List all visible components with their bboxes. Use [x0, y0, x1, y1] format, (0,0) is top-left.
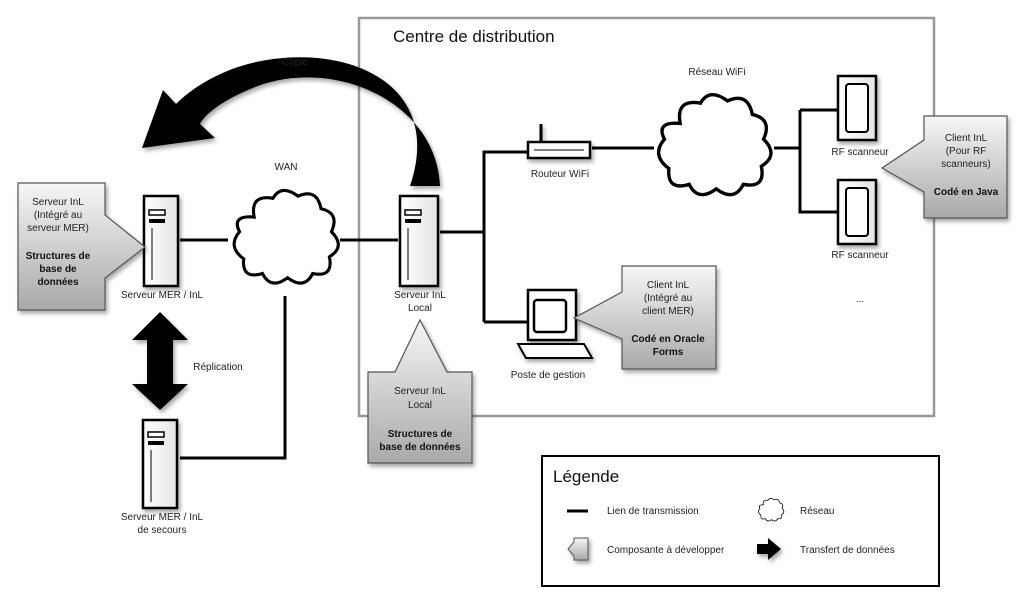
- svg-text:scanneurs): scanneurs): [941, 159, 990, 170]
- legend-transfer-label: Transfert de données: [800, 545, 895, 556]
- local-server-icon: [398, 194, 440, 288]
- callout-client-mer: Client InL (Intégré au client MER) Codé …: [572, 265, 717, 370]
- svg-text:client MER): client MER): [642, 306, 694, 317]
- svg-text:Structures de: Structures de: [26, 251, 91, 262]
- svg-text:(Intégré au: (Intégré au: [644, 293, 692, 304]
- distribution-center-title: Centre de distribution: [393, 27, 555, 46]
- replication-label: Réplication: [193, 362, 242, 373]
- replication-arrow: [132, 312, 188, 410]
- svg-text:Local: Local: [408, 400, 432, 411]
- server-mer-label: Serveur MER / InL: [121, 290, 204, 301]
- svg-text:(Pour RF: (Pour RF: [946, 146, 987, 157]
- wifi-cloud-icon: [656, 92, 773, 197]
- callout-server-mer: Serveur InL (Intégré au serveur MER) Str…: [17, 182, 146, 311]
- callout-server-local: Serveur InL Local Structures de base de …: [367, 318, 473, 464]
- local-server-label-2: Local: [408, 303, 432, 314]
- legend-component-label: Composante à développer: [607, 545, 725, 556]
- server-mer-icon: [142, 194, 180, 288]
- rf-scanner-label-2: RF scanneur: [831, 250, 889, 261]
- svg-text:(Intégré au: (Intégré au: [34, 210, 82, 221]
- legend-transfer-icon: [757, 538, 781, 560]
- svg-text:Codé en Java: Codé en Java: [934, 187, 999, 198]
- transmission-links: [180, 108, 838, 460]
- svg-text:données: données: [37, 277, 79, 288]
- backup-server-icon: [141, 418, 179, 510]
- workstation-icon: [516, 288, 594, 359]
- callout-client-rf: Client InL (Pour RF scanneurs) Codé en J…: [880, 115, 1008, 219]
- local-server-label-1: Serveur InL: [394, 290, 446, 301]
- wifi-network-label: Réseau WiFi: [688, 67, 745, 78]
- backup-server-label-1: Serveur MER / InL: [121, 512, 204, 523]
- legend-link-label: Lien de transmission: [607, 506, 699, 517]
- rf-scanner-icon: [836, 74, 878, 142]
- svg-text:Client InL: Client InL: [647, 280, 690, 291]
- svg-text:Client InL: Client InL: [945, 133, 988, 144]
- svg-text:Serveur InL: Serveur InL: [394, 386, 446, 397]
- svg-text:base de données: base de données: [379, 442, 461, 453]
- more-devices-ellipsis: ...: [856, 294, 864, 305]
- rf-scanner-icon: [836, 178, 878, 246]
- legend-network-label: Réseau: [800, 506, 834, 517]
- svg-text:base de: base de: [39, 264, 77, 275]
- svg-text:Serveur InL: Serveur InL: [32, 197, 84, 208]
- legend-component-icon: [567, 537, 589, 561]
- svg-text:Structures de: Structures de: [388, 429, 453, 440]
- svg-text:serveur MER): serveur MER): [27, 223, 89, 234]
- backup-server-label-2: de secours: [138, 525, 187, 536]
- copy-label: Copie: [282, 57, 309, 68]
- svg-text:Codé en Oracle: Codé en Oracle: [631, 334, 705, 345]
- rf-scanner-label-1: RF scanneur: [831, 147, 889, 158]
- legend-title: Légende: [553, 467, 619, 486]
- wifi-router-icon: [526, 124, 592, 160]
- copy-arrow: [142, 57, 440, 187]
- legend-box: Légende Lien de transmission Réseau Comp…: [541, 455, 940, 587]
- workstation-label: Poste de gestion: [511, 370, 586, 381]
- wan-cloud-icon: [232, 188, 341, 285]
- wan-label: WAN: [275, 162, 298, 173]
- svg-text:Forms: Forms: [653, 347, 684, 358]
- wifi-router-label: Routeur WiFi: [531, 169, 589, 180]
